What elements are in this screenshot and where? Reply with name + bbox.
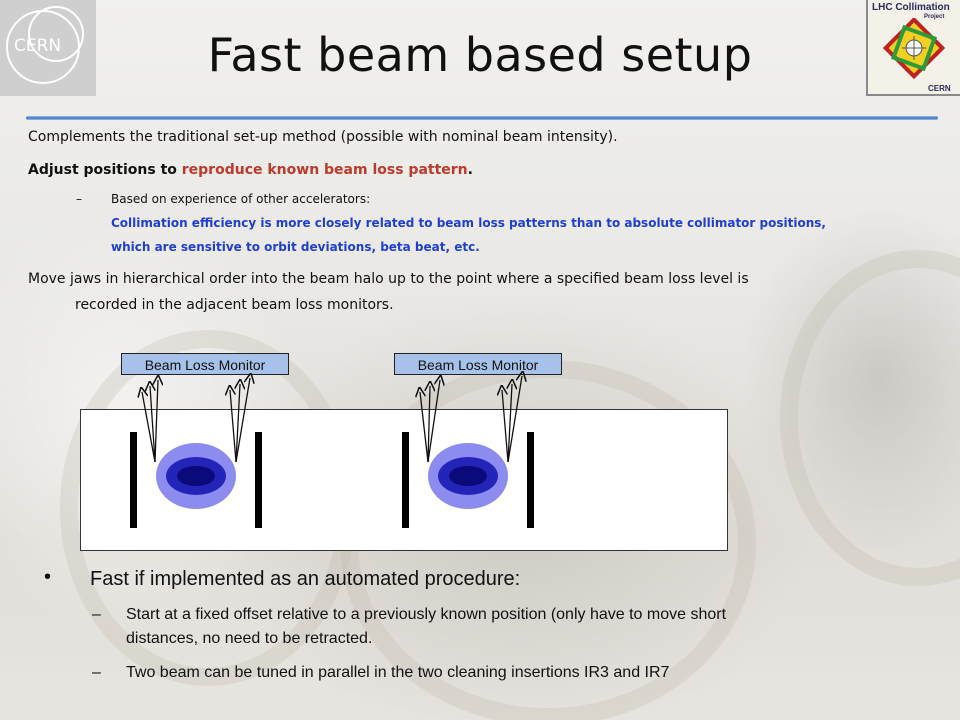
loss-arrows-2 [420, 376, 522, 463]
sub-bullet-blue-line-1: Collimation efficiency is more closely r… [111, 216, 826, 230]
sub-bullet-fixed-offset-line-2: distances, no need to be retracted. [126, 630, 373, 647]
collimation-emblem-icon [882, 18, 946, 80]
bullet-fast-automated: Fast if implemented as an automated proc… [90, 568, 521, 590]
paragraph-move-jaws-line-2: recorded in the adjacent beam loss monit… [75, 297, 394, 313]
collimator-jaw-2-left [402, 432, 409, 528]
title-divider [26, 116, 938, 120]
bullet-marker: • [44, 566, 52, 588]
sub-bullet-dash-2: – [92, 664, 101, 681]
beam-2-center [449, 466, 487, 486]
sub-bullet-blue-line-2: which are sensitive to orbit deviations,… [111, 240, 480, 254]
beam-loss-monitor-label-right: Beam Loss Monitor [394, 353, 562, 375]
paragraph-adjust-positions: Adjust positions to reproduce known beam… [28, 162, 473, 178]
collimator-jaw-1-left [130, 432, 137, 528]
sub-bullet-dash: – [76, 192, 82, 206]
highlight-beam-loss-pattern: reproduce known beam loss pattern [181, 162, 468, 178]
sub-bullet-dash-1: – [92, 606, 101, 623]
cern-logo-text: CERN [14, 36, 62, 56]
lhc-collimation-logo: LHC Collimation Project CERN [866, 0, 960, 96]
collimator-jaw-2-right [527, 432, 534, 528]
beam-1-center [177, 466, 215, 486]
paragraph-complements: Complements the traditional set-up metho… [28, 129, 618, 145]
slide-title: Fast beam based setup [207, 28, 753, 82]
cern-logo: CERN [0, 0, 96, 96]
sub-bullet-fixed-offset-line-1: Start at a fixed offset relative to a pr… [126, 606, 727, 623]
paragraph-move-jaws-line-1: Move jaws in hierarchical order into the… [28, 271, 749, 287]
sub-bullet-intro: Based on experience of other accelerator… [111, 192, 371, 206]
sub-bullet-two-beams: Two beam can be tuned in parallel in the… [126, 664, 670, 681]
collimator-jaw-1-right [255, 432, 262, 528]
beam-loss-monitor-label-left: Beam Loss Monitor [121, 353, 289, 375]
loss-arrows-1 [142, 378, 250, 463]
